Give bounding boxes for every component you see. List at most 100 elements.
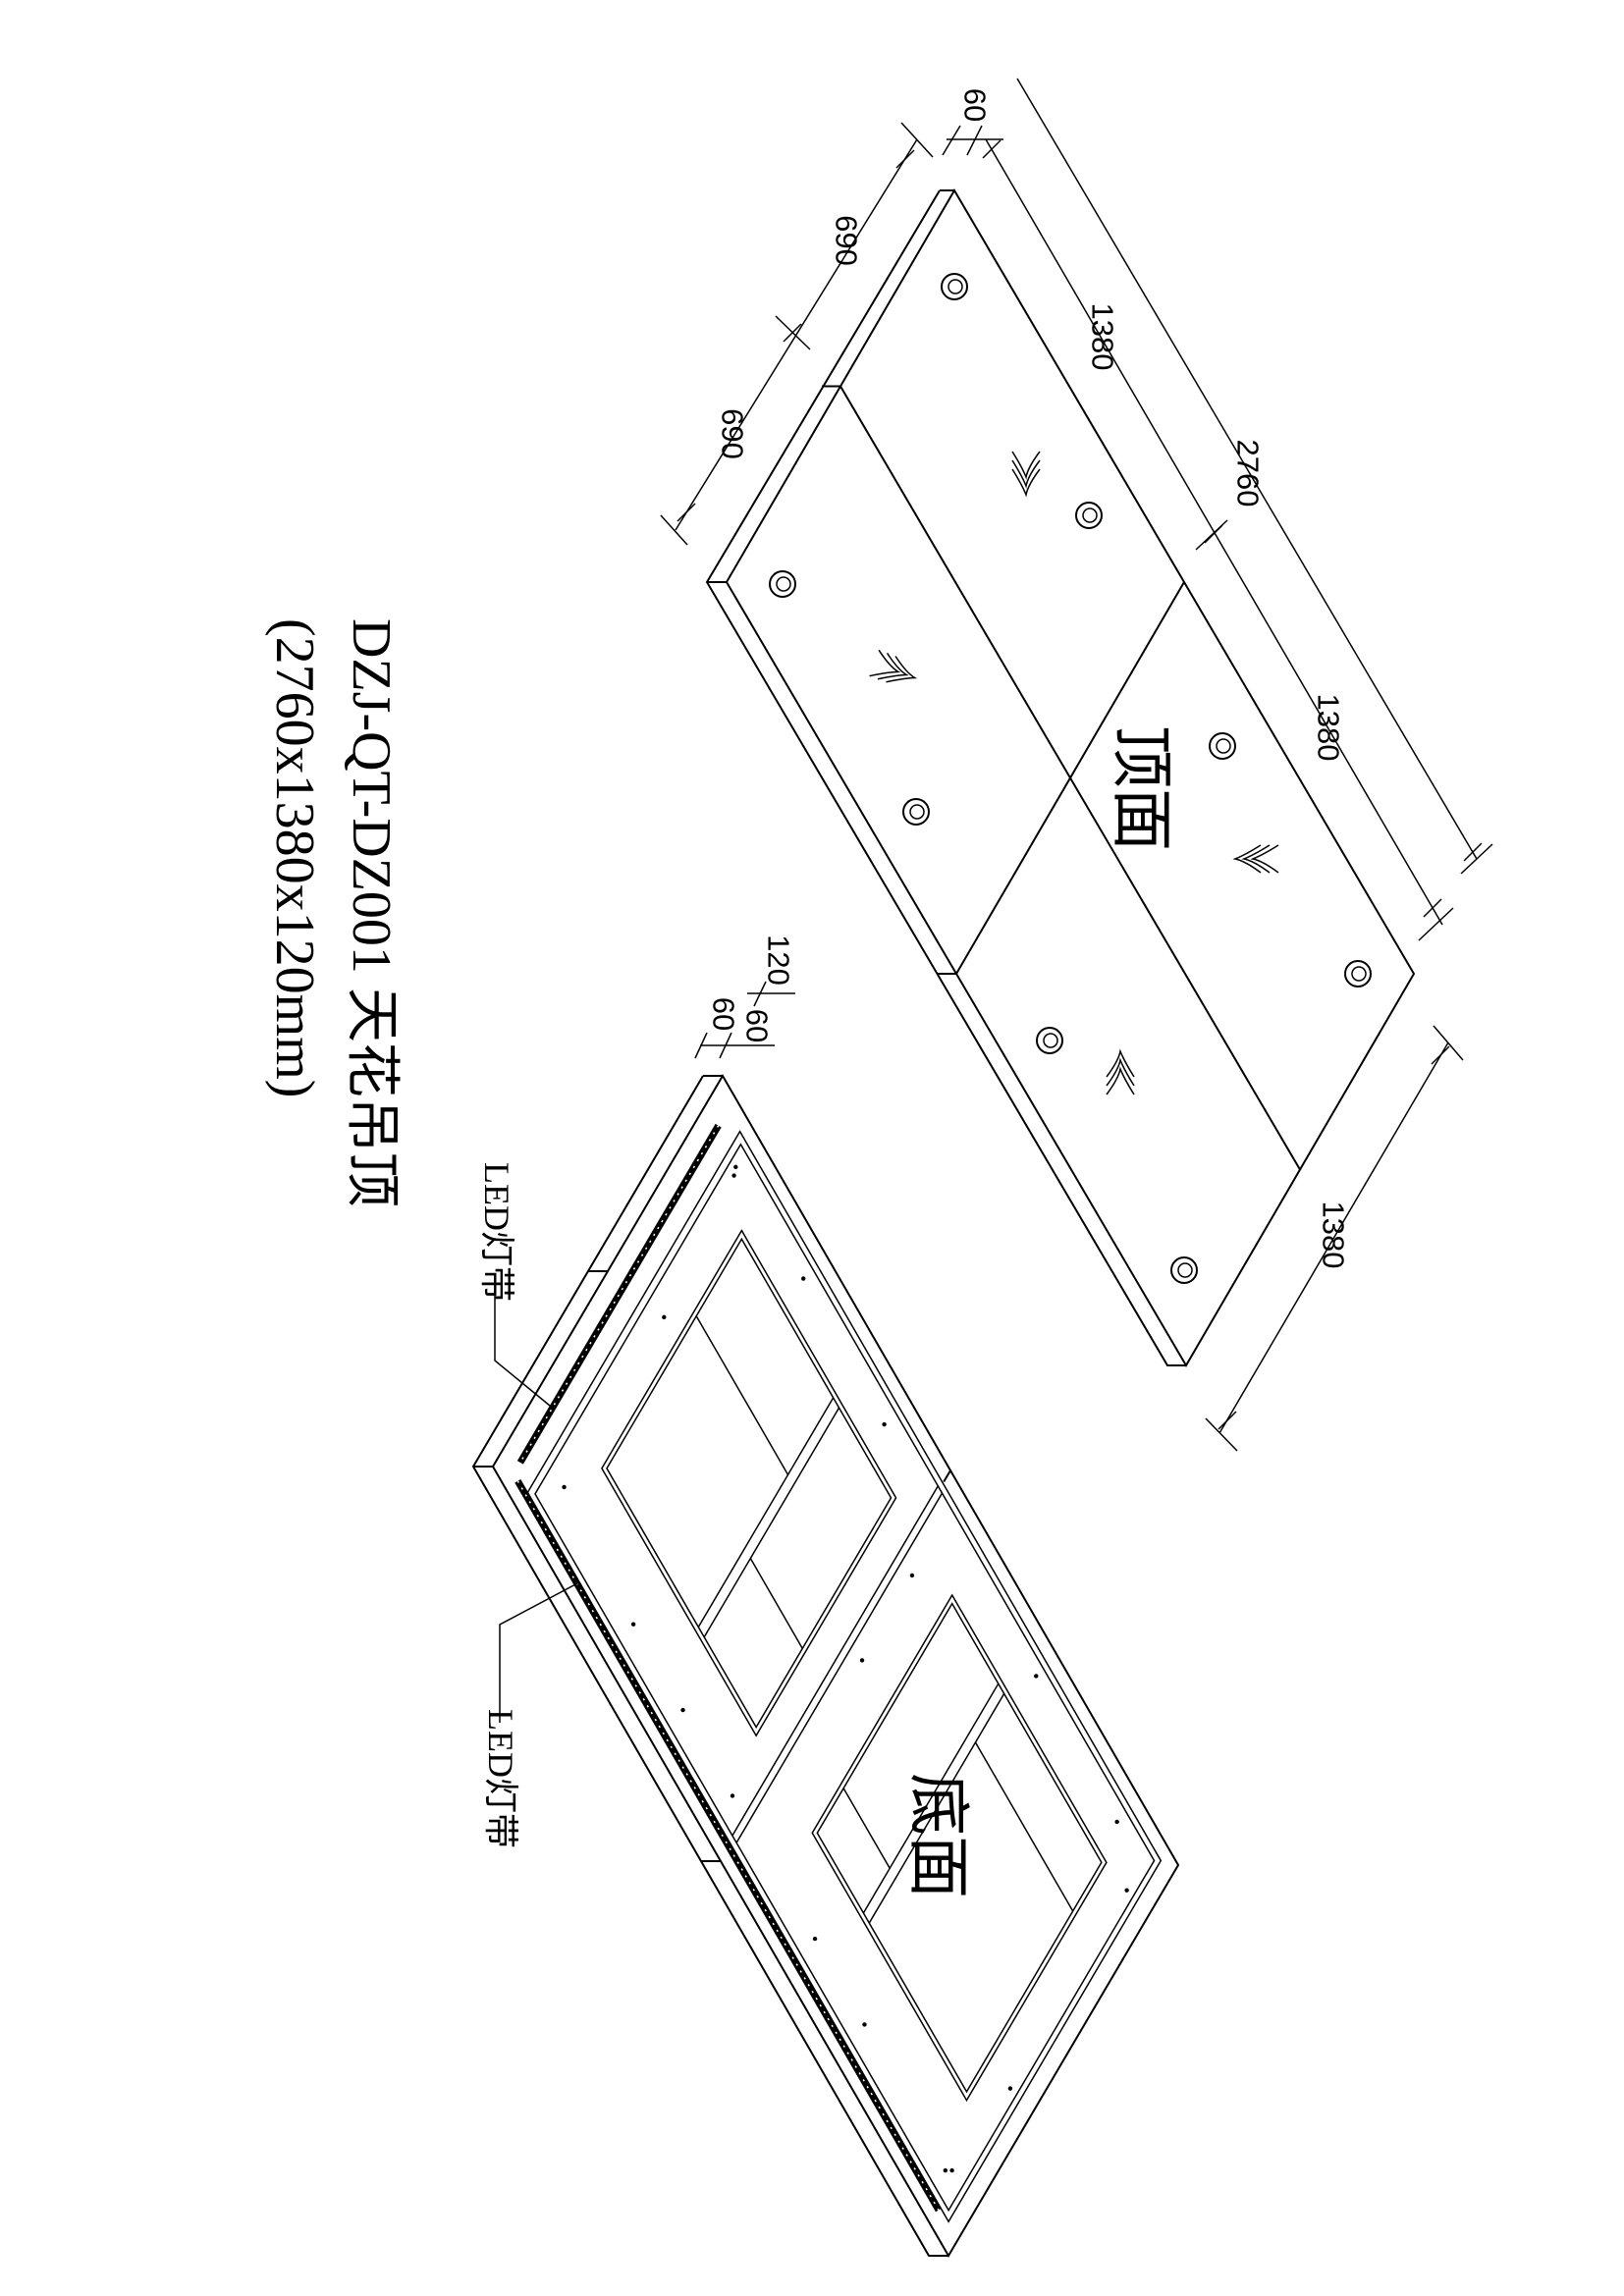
- screw-dot: [943, 2167, 948, 2173]
- dim-1380-c: 1380: [1317, 1201, 1351, 1269]
- hanger-hole-inner: [1177, 1262, 1193, 1278]
- tray-bar: [868, 1693, 1005, 1924]
- screw-dot: [882, 1421, 887, 1427]
- screw-dot: [731, 1173, 736, 1178]
- extension-line: [1418, 907, 1454, 941]
- chevron-stroke: [1106, 1066, 1135, 1095]
- screw-dot: [1114, 1819, 1119, 1825]
- chevron-stroke: [1241, 844, 1271, 874]
- screw-dot: [909, 1573, 915, 1578]
- tray-edge: [749, 1558, 803, 1649]
- dim-60-b: 60: [740, 1009, 775, 1042]
- drawing-dimensions-title: (2760x1380x120mm): [264, 618, 325, 1097]
- extension-line: [966, 125, 983, 156]
- hanger-hole-inner: [1351, 966, 1367, 982]
- screw-dot: [662, 1314, 667, 1320]
- screw-dot: [1124, 1888, 1129, 1893]
- hanger-hole-icon: [1075, 502, 1103, 529]
- screw-dot: [859, 1658, 865, 1663]
- chevron-stroke: [1011, 451, 1041, 480]
- dimension-tick: [982, 139, 1001, 159]
- dimension-tick: [1463, 842, 1483, 862]
- bottom-face-label: 底面: [903, 1773, 973, 1898]
- hanger-hole-icon: [1209, 732, 1236, 760]
- dim-line-690: [675, 138, 918, 531]
- tray-edge: [974, 1741, 1074, 1912]
- direction-arrow-icon: [1011, 451, 1041, 498]
- bottom-frame-rim-inner: [534, 1143, 1156, 2213]
- screw-dot: [949, 2167, 954, 2173]
- screw-dot: [862, 2022, 867, 2027]
- chevron-stroke: [1250, 844, 1279, 874]
- extension-line: [719, 1032, 732, 1059]
- chevron-stroke: [1011, 468, 1041, 498]
- dim-60-thickness: 60: [958, 88, 993, 122]
- drawing-title: DZJ-QT-DZ001 天花吊顶: [341, 618, 402, 1207]
- tray-bar: [703, 1407, 840, 1638]
- hanger-hole-icon: [1344, 960, 1372, 988]
- hanger-hole-icon: [941, 273, 968, 300]
- hanger-hole-icon: [1036, 1027, 1063, 1054]
- chevron-stroke: [1232, 844, 1262, 874]
- hanger-hole-icon: [902, 798, 930, 826]
- screw-dot: [562, 1484, 567, 1490]
- dim-1380-b: 1380: [1312, 694, 1346, 762]
- dim-120: 120: [762, 934, 796, 986]
- extension-line: [660, 514, 688, 546]
- dim-60-a: 60: [707, 997, 741, 1031]
- hanger-hole-inner: [1216, 738, 1231, 754]
- extension-line: [694, 1032, 708, 1059]
- hanger-hole-inner: [909, 804, 925, 820]
- led-leader-2: [499, 1581, 580, 1723]
- dim-2760: 2760: [1231, 440, 1266, 507]
- tray-edge: [842, 1788, 891, 1869]
- bottom-opening-1-lip: [606, 1237, 893, 1729]
- extension-line: [942, 125, 961, 156]
- screw-dot: [1007, 2086, 1013, 2091]
- dim-line-1380-short: [1218, 1041, 1449, 1434]
- tray-bar: [697, 1397, 835, 1628]
- direction-arrow-icon: [869, 649, 918, 683]
- dimension-tick: [677, 503, 696, 522]
- extension-line: [1195, 519, 1228, 551]
- bottom-frame-rim: [526, 1130, 1163, 2223]
- dim-690-a: 690: [830, 215, 864, 266]
- hanger-hole-inner: [1043, 1033, 1058, 1048]
- chevron-stroke: [1011, 459, 1041, 489]
- dimension-tick: [895, 149, 915, 169]
- led-strip-1: [516, 1123, 722, 1465]
- tray-bar: [862, 1682, 1000, 1914]
- drawing-geometry: [471, 78, 1493, 2258]
- led-leader-1: [494, 1276, 551, 1407]
- chevron-stroke: [1106, 1048, 1135, 1078]
- extension-line: [900, 122, 934, 158]
- led-strip-label-1: LED灯带: [477, 1162, 516, 1302]
- screw-dot: [1034, 1674, 1039, 1679]
- hanger-hole-icon: [769, 570, 796, 598]
- chevron-stroke: [877, 652, 909, 680]
- screw-dot: [801, 1276, 806, 1281]
- direction-arrow-icon: [1232, 844, 1279, 874]
- top-face-label: 顶面: [1107, 725, 1176, 851]
- dimension-tick: [1431, 1045, 1450, 1065]
- dimension-tick: [1218, 1411, 1237, 1430]
- led-strip-label-2: LED灯带: [481, 1709, 520, 1848]
- bottom-frame-divider: [735, 1492, 944, 1843]
- bottom-opening-2-lip: [816, 1602, 1103, 2094]
- direction-arrow-icon: [1106, 1048, 1135, 1095]
- top-panel-seam-short: [955, 581, 1185, 975]
- screw-dot: [733, 1164, 738, 1170]
- extension-line: [1460, 843, 1493, 875]
- extension-line: [1433, 1025, 1464, 1061]
- screw-dot: [812, 1936, 818, 1942]
- bottom-panel-thickness-edge: [471, 1075, 948, 2257]
- dim-690-b: 690: [716, 408, 750, 459]
- hanger-hole-inner: [776, 576, 791, 592]
- screw-dot: [730, 1793, 735, 1798]
- dimension-tick: [1423, 898, 1442, 918]
- tray-edge: [695, 1315, 789, 1475]
- dim-1380-a: 1380: [1086, 303, 1120, 371]
- hanger-hole-inner: [947, 279, 963, 294]
- screw-dot: [630, 1622, 636, 1627]
